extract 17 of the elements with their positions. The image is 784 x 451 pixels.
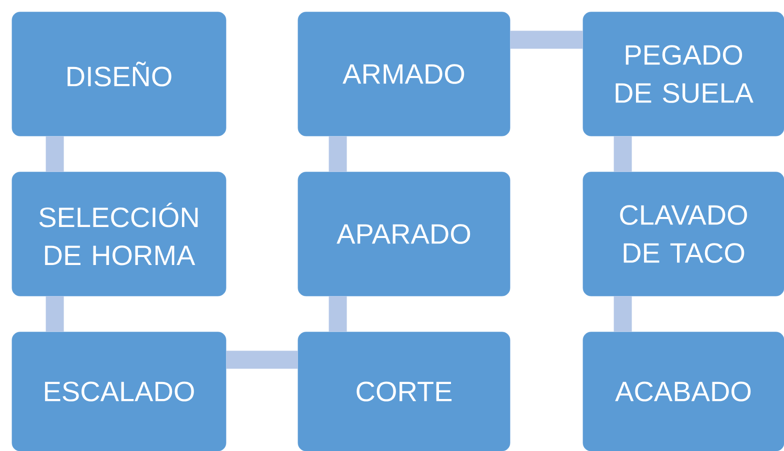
process-box: CLAVADO DE TACO: [582, 172, 784, 296]
connector-bar: [614, 136, 632, 172]
connector-bar: [46, 136, 64, 172]
process-box: SELECCIÓN DE HORMA: [12, 172, 226, 296]
process-box: ARMADO: [298, 12, 510, 136]
process-box: CORTE: [298, 332, 510, 451]
connector-bar: [510, 30, 583, 49]
connector-bar: [614, 296, 632, 332]
process-box: PEGADO DE SUELA: [582, 12, 784, 136]
connector-bar: [328, 136, 347, 172]
connector-bar: [46, 296, 64, 332]
process-box: APARADO: [298, 172, 510, 296]
process-box: ESCALADO: [12, 332, 226, 451]
process-box: ACABADO: [582, 332, 784, 451]
connector-bar: [226, 350, 298, 369]
connector-bar: [328, 296, 347, 332]
process-box: DISEÑO: [12, 12, 226, 136]
